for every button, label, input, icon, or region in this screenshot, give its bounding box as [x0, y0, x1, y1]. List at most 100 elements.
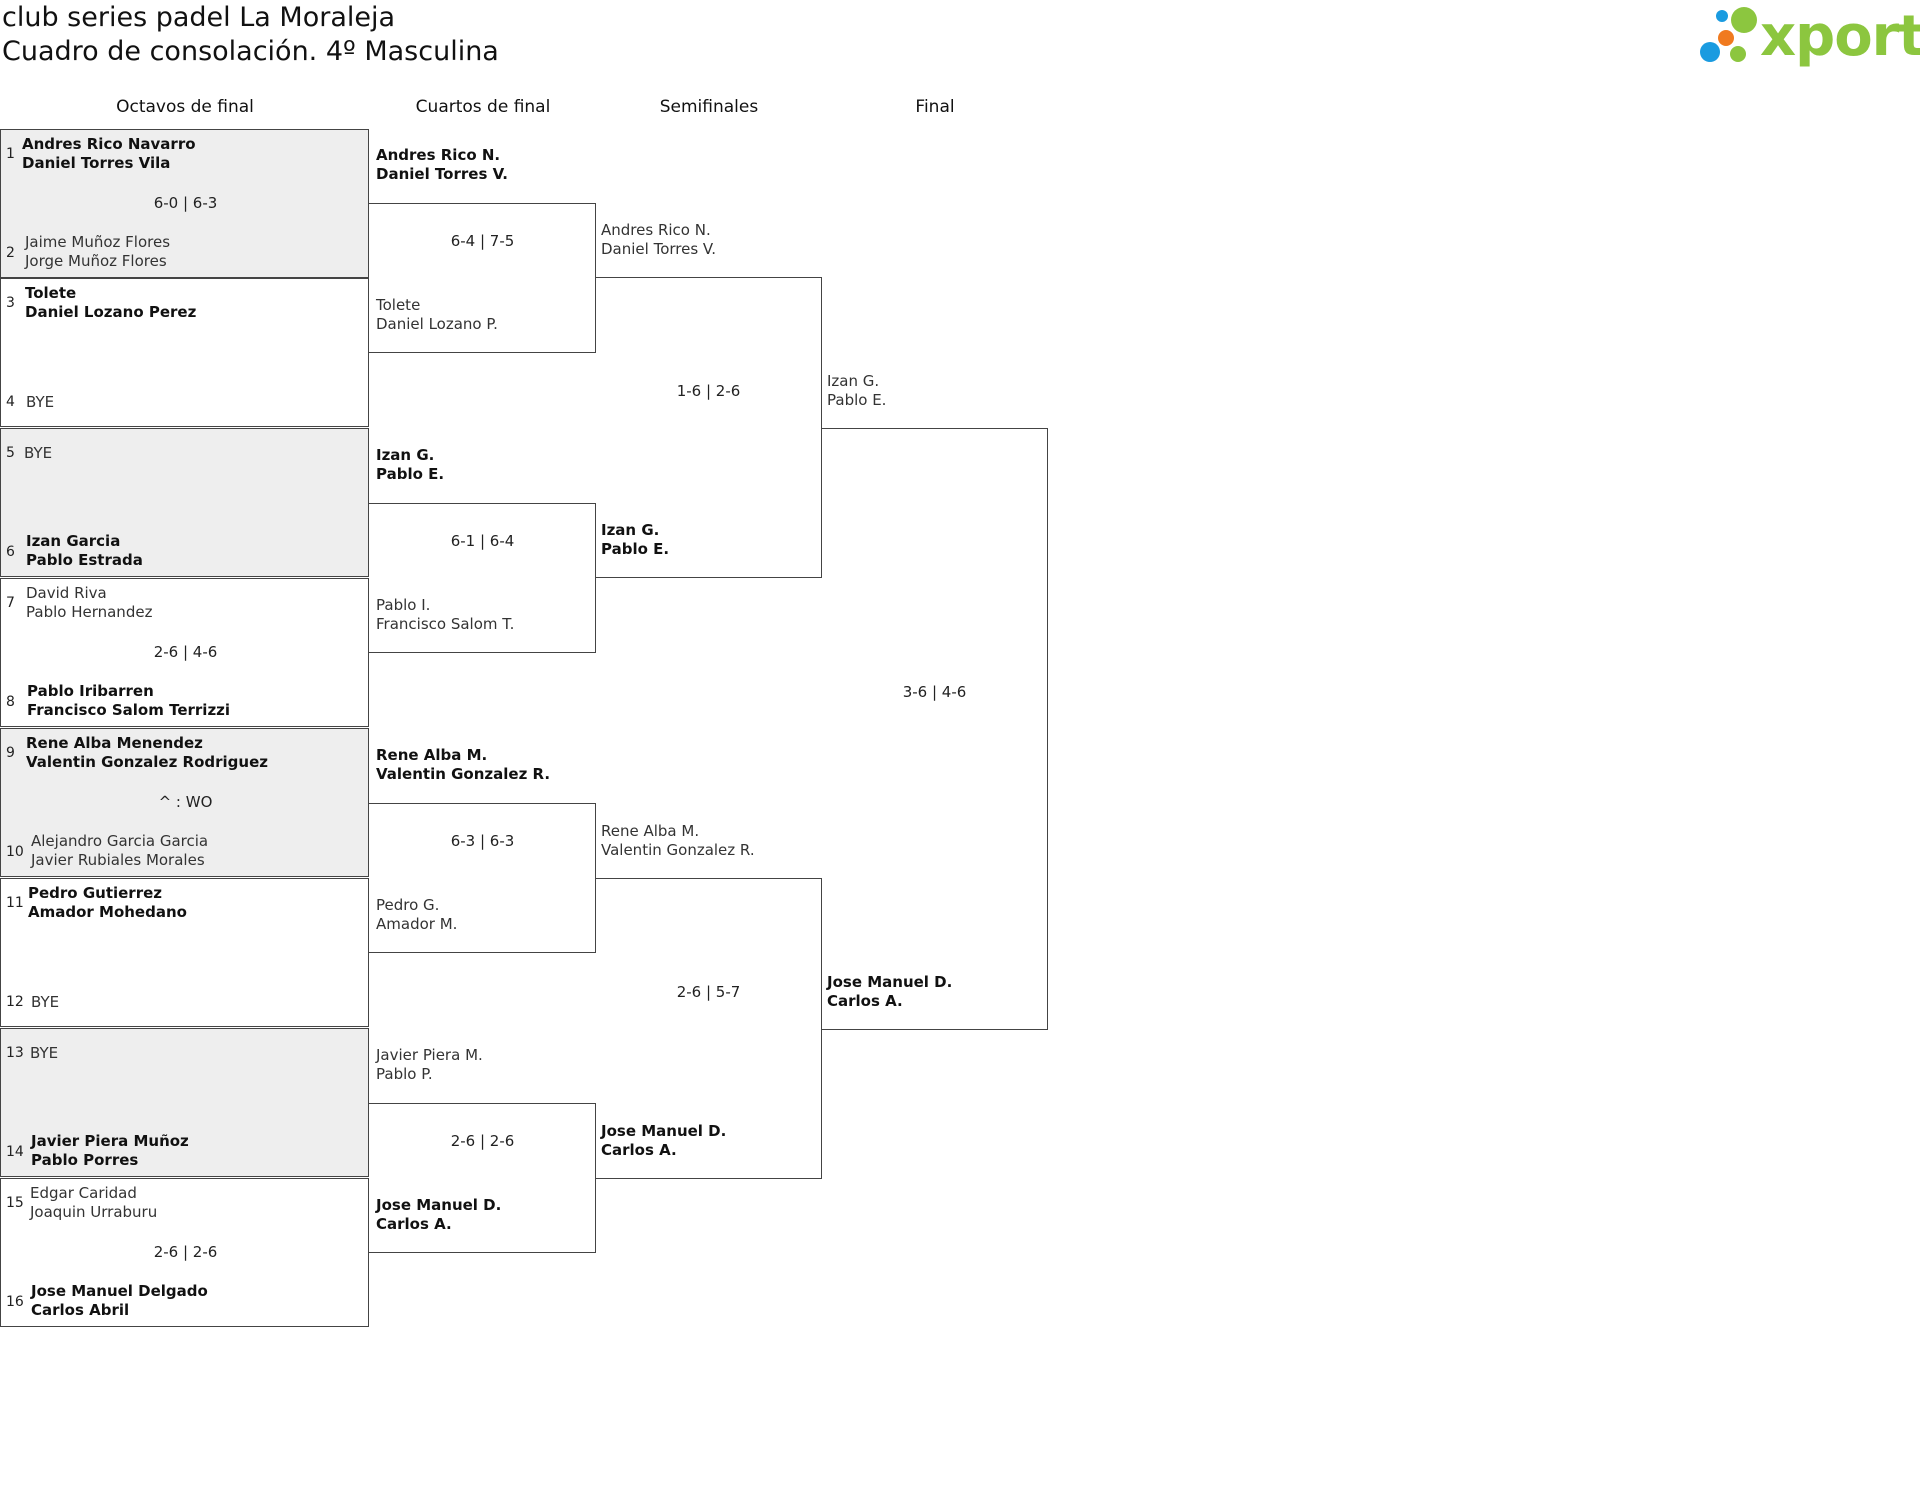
team-bottom: BYE	[31, 993, 59, 1012]
player-name: Pedro Gutierrez	[28, 884, 163, 902]
qf-3-score: 6-3 | 6-3	[450, 832, 515, 850]
match-score: ^ : WO	[158, 793, 213, 811]
column-header-r16: Octavos de final	[116, 97, 254, 117]
team-top: BYE	[30, 1044, 58, 1063]
team-top: Rene Alba Menendez Valentin Gonzalez Rod…	[26, 734, 268, 772]
r16-match-2: 3 Tolete Daniel Lozano Perez 4 BYE	[0, 278, 369, 427]
player-name: Daniel Torres V.	[376, 165, 508, 183]
team-top: David Riva Pablo Hernandez	[26, 584, 152, 622]
player-name: Jose Manuel D.	[827, 973, 953, 991]
seed-number: 16	[6, 1294, 24, 1310]
sf-bracket-2	[595, 878, 822, 1179]
player-name: Carlos Abril	[31, 1301, 130, 1319]
player-name: Jose Manuel Delgado	[31, 1282, 208, 1300]
player-name: Jose Manuel D.	[601, 1122, 727, 1140]
qf-4-team-top: Javier Piera M. Pablo P.	[376, 1046, 483, 1084]
seed-number: 15	[6, 1195, 24, 1211]
sf-2-team-top: Rene Alba M. Valentin Gonzalez R.	[601, 822, 755, 860]
player-name: Valentin Gonzalez R.	[601, 841, 755, 859]
final-team-bottom: Jose Manuel D. Carlos A.	[827, 973, 952, 1011]
team-top: Tolete Daniel Lozano Perez	[25, 284, 196, 322]
player-name: Valentin Gonzalez Rodriguez	[26, 753, 268, 771]
seed-number: 7	[6, 595, 15, 611]
player-name: BYE	[24, 444, 53, 462]
team-bottom: Javier Piera Muñoz Pablo Porres	[31, 1132, 189, 1170]
tournament-title: club series padel La Moraleja	[2, 2, 396, 33]
sf-2-team-bottom: Jose Manuel D. Carlos A.	[601, 1122, 726, 1160]
team-top: Andres Rico Navarro Daniel Torres Vila	[22, 135, 196, 173]
player-name: Izan G.	[601, 521, 660, 539]
seed-number: 9	[6, 745, 15, 761]
player-name: Daniel Lozano P.	[376, 315, 498, 333]
player-name: Pedro G.	[376, 896, 440, 914]
team-bottom: Jose Manuel Delgado Carlos Abril	[31, 1282, 208, 1320]
seed-number: 5	[6, 445, 15, 461]
qf-2-team-bottom: Pablo I. Francisco Salom T.	[376, 596, 514, 634]
qf-1-score: 6-4 | 7-5	[450, 232, 515, 250]
team-top: Edgar Caridad Joaquin Urraburu	[30, 1184, 157, 1222]
seed-number: 13	[6, 1045, 24, 1061]
player-name: Izan G.	[376, 446, 435, 464]
player-name: BYE	[26, 393, 55, 411]
player-name: Jorge Muñoz Flores	[25, 252, 167, 270]
player-name: Pablo E.	[376, 465, 445, 483]
sf-bracket-1	[595, 277, 822, 578]
column-header-sf: Semifinales	[659, 97, 759, 117]
seed-number: 3	[6, 295, 15, 311]
match-score: 6-0 | 6-3	[153, 194, 218, 212]
player-name: Jaime Muñoz Flores	[25, 233, 171, 251]
draw-subtitle: Cuadro de consolación. 4º Masculina	[2, 36, 499, 67]
seed-number: 12	[6, 994, 24, 1010]
player-name: Pablo Porres	[31, 1151, 139, 1169]
xporty-logo-text: xporty	[1760, 4, 1920, 69]
sf-1-score: 1-6 | 2-6	[676, 382, 741, 400]
player-name: Pablo P.	[376, 1065, 433, 1083]
qf-bracket-1	[369, 203, 596, 353]
player-name: Amador Mohedano	[28, 903, 187, 921]
qf-2-score: 6-1 | 6-4	[450, 532, 515, 550]
qf-3-team-bottom: Pedro G. Amador M.	[376, 896, 457, 934]
qf-4-team-bottom: Jose Manuel D. Carlos A.	[376, 1196, 501, 1234]
player-name: Daniel Torres Vila	[22, 154, 171, 172]
final-team-top: Izan G. Pablo E.	[827, 372, 886, 410]
qf-4-score: 2-6 | 2-6	[450, 1132, 515, 1150]
sf-1-team-bottom: Izan G. Pablo E.	[601, 521, 669, 559]
team-top: Pedro Gutierrez Amador Mohedano	[28, 884, 187, 922]
player-name: Javier Piera Muñoz	[31, 1132, 189, 1150]
qf-2-team-top: Izan G. Pablo E.	[376, 446, 444, 484]
player-name: Javier Rubiales Morales	[31, 851, 205, 869]
match-score: 2-6 | 2-6	[153, 1243, 218, 1261]
player-name: Pablo E.	[827, 391, 887, 409]
player-name: Valentin Gonzalez R.	[376, 765, 551, 783]
player-name: Carlos A.	[376, 1215, 452, 1233]
player-name: Andres Rico Navarro	[22, 135, 196, 153]
player-name: Pablo Iribarren	[27, 682, 154, 700]
seed-number: 6	[6, 544, 15, 560]
seed-number: 4	[6, 394, 15, 410]
seed-number: 8	[6, 694, 15, 710]
player-name: Carlos A.	[827, 992, 903, 1010]
team-bottom: Izan Garcia Pablo Estrada	[26, 532, 143, 570]
qf-1-team-bottom: Tolete Daniel Lozano P.	[376, 296, 498, 334]
seed-number: 10	[6, 844, 24, 860]
player-name: Pablo Hernandez	[26, 603, 153, 621]
team-bottom: BYE	[26, 393, 54, 412]
final-bracket	[821, 428, 1048, 1030]
team-bottom: Alejandro Garcia Garcia Javier Rubiales …	[31, 832, 208, 870]
sf-1-team-top: Andres Rico N. Daniel Torres V.	[601, 221, 716, 259]
seed-number: 14	[6, 1144, 24, 1160]
player-name: Daniel Lozano Perez	[25, 303, 197, 321]
seed-number: 1	[6, 146, 15, 162]
player-name: Francisco Salom Terrizzi	[27, 701, 231, 719]
match-score: 2-6 | 4-6	[153, 643, 218, 661]
r16-match-8: 15 Edgar Caridad Joaquin Urraburu 2-6 | …	[0, 1178, 369, 1327]
r16-match-6: 11 Pedro Gutierrez Amador Mohedano 12 BY…	[0, 878, 369, 1027]
player-name: Pablo E.	[601, 540, 670, 558]
player-name: Amador M.	[376, 915, 458, 933]
player-name: Carlos A.	[601, 1141, 677, 1159]
player-name: Pablo Estrada	[26, 551, 143, 569]
player-name: Alejandro Garcia Garcia	[31, 832, 209, 850]
seed-number: 2	[6, 245, 15, 261]
player-name: Edgar Caridad	[30, 1184, 137, 1202]
team-bottom: Pablo Iribarren Francisco Salom Terrizzi	[27, 682, 230, 720]
